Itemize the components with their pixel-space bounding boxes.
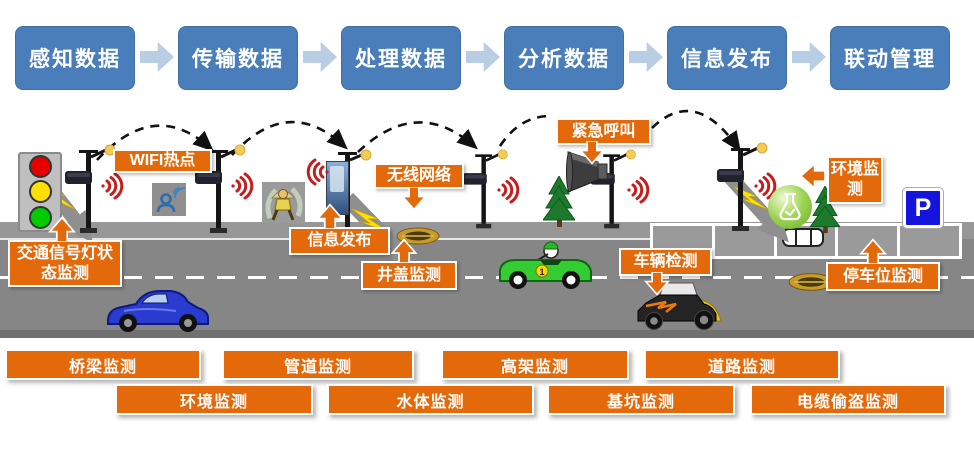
green-light — [28, 205, 52, 229]
flow-step-process: 处理数据 — [341, 26, 461, 90]
bottom-box-water: 水体监测 — [327, 384, 534, 415]
road-center-dashed-line — [0, 276, 974, 279]
lamp-pole-icon — [717, 142, 768, 231]
pointer-up-icon — [314, 203, 346, 229]
pointer-up-icon — [388, 238, 420, 263]
pointer-up-icon — [856, 238, 890, 264]
wifi-signal-icon — [627, 176, 650, 204]
pedestrian-icon — [262, 182, 305, 223]
manhole-icon — [788, 273, 834, 291]
manhole-icon — [396, 227, 440, 245]
emergency-speaker-icon — [566, 151, 608, 193]
label-manhole-monitor: 井盖监测 — [361, 261, 457, 290]
pointer-down-icon — [641, 272, 673, 296]
label-wireless-network: 无线网络 — [374, 163, 464, 189]
parking-space — [715, 226, 777, 256]
wifi-signal-icon — [306, 158, 329, 186]
car-number: 1 — [539, 267, 544, 277]
bottom-box-pipeline: 管道监测 — [222, 349, 414, 380]
label-wifi-hotspot: WIFI热点 — [113, 149, 212, 173]
bottom-box-elevated: 高架监测 — [441, 349, 629, 380]
blue-car-icon — [107, 290, 209, 332]
parking-space — [838, 226, 901, 256]
wifi-signal-icon — [497, 176, 520, 204]
lamp-pole-icon — [462, 149, 508, 229]
wifi-signal-icon — [231, 172, 254, 200]
label-parking-monitor: 停车位监测 — [826, 262, 940, 291]
red-light — [28, 155, 52, 179]
label-environment-monitor: 环境监测 — [827, 156, 883, 204]
lamp-pole-icon — [65, 144, 116, 233]
bottom-box-environment: 环境监测 — [115, 384, 313, 415]
flask-icon — [779, 192, 801, 221]
label-vehicle-detect: 车辆检测 — [619, 248, 712, 276]
pointer-up-icon — [45, 216, 79, 242]
flow-step-perceive: 感知数据 — [15, 26, 135, 90]
person-wifi-icon — [152, 183, 186, 216]
green-car-icon: 1 — [499, 241, 592, 289]
label-info-release: 信息发布 — [289, 227, 390, 255]
digital-signage-icon — [326, 161, 349, 215]
flow-step-linkage: 联动管理 — [830, 26, 950, 90]
flow-step-publish: 信息发布 — [667, 26, 787, 90]
road-edge — [0, 330, 974, 338]
pointer-down-icon — [398, 187, 430, 211]
bottom-box-pit: 基坑监测 — [547, 384, 735, 415]
signage-screen — [330, 166, 344, 192]
flow-step-analyze: 分析数据 — [504, 26, 624, 90]
pointer-down-icon — [576, 141, 608, 165]
lamp-pole-icon — [195, 144, 246, 233]
parking-space — [653, 226, 715, 256]
traffic-light-icon — [18, 152, 62, 232]
parking-sign-icon: P — [902, 187, 944, 229]
bottom-box-roadway: 道路监测 — [644, 349, 840, 380]
hotrod-car-icon — [637, 282, 722, 330]
pointer-left-icon — [795, 161, 829, 191]
bottom-box-bridge: 桥梁监测 — [5, 349, 201, 380]
environment-sensor-icon — [768, 185, 812, 229]
label-traffic-light-status: 交通信号灯状态监测 — [8, 240, 122, 287]
label-emergency-call: 紧急呼叫 — [556, 118, 651, 145]
wifi-signal-icon — [101, 172, 124, 200]
bottom-box-cable-theft: 电缆偷盗监测 — [750, 384, 946, 415]
parking-space — [777, 226, 839, 256]
flow-step-transmit: 传输数据 — [178, 26, 298, 90]
tree-icon — [543, 176, 575, 227]
yellow-light — [28, 180, 52, 204]
